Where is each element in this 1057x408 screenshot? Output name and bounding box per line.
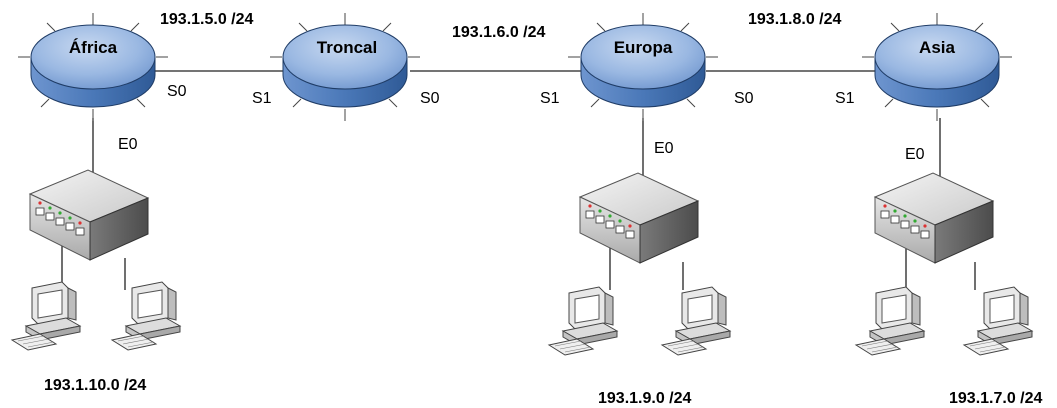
network-africa-lan: 193.1.10.0 /24 <box>44 377 147 394</box>
interface-asia-s1: S1 <box>835 90 855 107</box>
pc-africa-1[interactable] <box>11 281 81 351</box>
router-asia-label: Asia <box>919 38 955 57</box>
lan-links <box>61 118 976 290</box>
interface-africa-e0: E0 <box>118 136 138 153</box>
router-africa[interactable] <box>17 12 169 122</box>
interface-troncal-s1: S1 <box>252 90 272 107</box>
interface-troncal-s0: S0 <box>420 90 440 107</box>
router-troncal-label: Troncal <box>316 38 378 57</box>
router-asia[interactable] <box>861 12 1013 122</box>
network-troncal-europa: 193.1.6.0 /24 <box>452 24 546 41</box>
interface-europa-e0: E0 <box>654 140 674 157</box>
router-africa-label: África <box>68 38 118 57</box>
interface-europa-s0: S0 <box>734 90 754 107</box>
switch-asia[interactable] <box>874 172 994 264</box>
switch-europa[interactable] <box>579 172 699 264</box>
router-europa[interactable] <box>567 12 719 122</box>
network-africa-troncal: 193.1.5.0 /24 <box>160 11 254 28</box>
pc-asia-2[interactable] <box>963 286 1033 356</box>
interface-africa-s0: S0 <box>167 83 187 100</box>
router-europa-label: Europa <box>613 38 673 57</box>
network-asia-lan: 193.1.7.0 /24 <box>949 390 1043 407</box>
pc-asia-1[interactable] <box>855 286 925 356</box>
pc-europa-2[interactable] <box>661 286 731 356</box>
switch-africa[interactable] <box>29 169 149 261</box>
network-europa-lan: 193.1.9.0 /24 <box>598 390 692 407</box>
network-europa-asia: 193.1.8.0 /24 <box>748 11 842 28</box>
interface-asia-e0: E0 <box>905 146 925 163</box>
router-troncal[interactable] <box>269 12 421 122</box>
pc-europa-1[interactable] <box>548 286 618 356</box>
pc-africa-2[interactable] <box>111 281 181 351</box>
interface-europa-s1: S1 <box>540 90 560 107</box>
